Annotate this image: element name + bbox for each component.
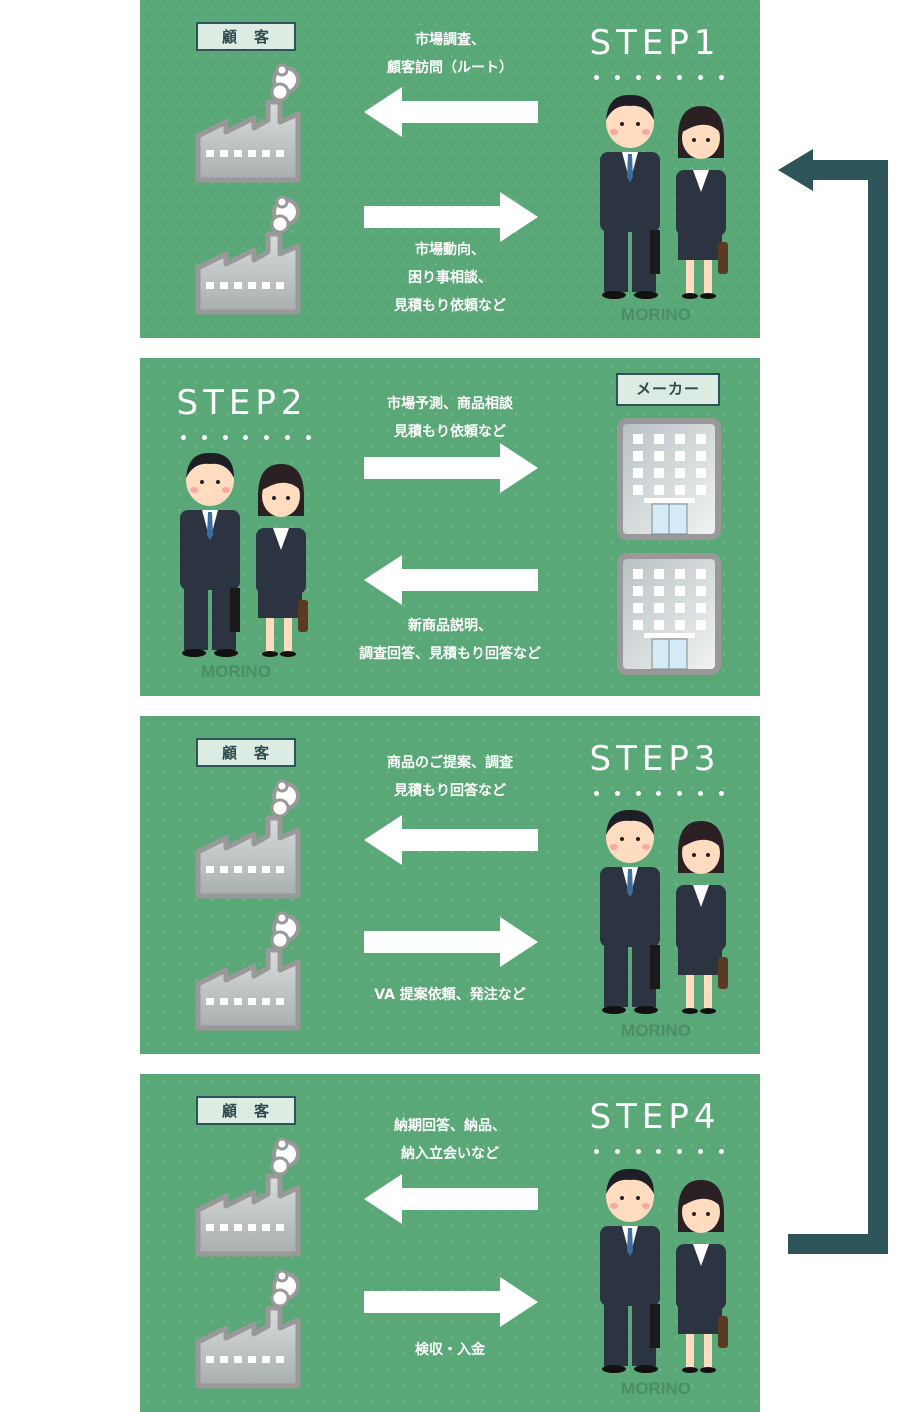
dotted-divider: [594, 791, 724, 797]
text-line: 納入立会いなど: [401, 1146, 499, 1162]
morino-watermark: MORINO: [621, 1379, 691, 1398]
text-line: 商品のご提案、調査: [387, 755, 513, 771]
morino-watermark: MORINO: [621, 305, 691, 324]
factory-icon: [194, 778, 304, 904]
building-icon: [617, 418, 721, 544]
step-title: STEP2: [176, 383, 308, 423]
business-people-icon: [590, 92, 730, 306]
text-line: 見積もり回答など: [394, 783, 506, 799]
text-line: 検収・入金: [415, 1342, 485, 1358]
step-title: STEP4: [589, 1097, 721, 1137]
arrow-left-icon: [364, 555, 538, 609]
response-text: 新商品説明、調査回答、見積もり回答など: [310, 612, 590, 668]
response-text: 検収・入金: [310, 1336, 590, 1364]
response-text: 市場動向、困り事相談、見積もり依頼など: [310, 236, 590, 320]
arrow-left-icon: [364, 1174, 538, 1228]
customer-label: 顧 客: [196, 738, 296, 767]
text-line: 市場調査、: [415, 32, 485, 48]
text-line: 納期回答、納品、: [394, 1118, 506, 1134]
business-people-icon: [170, 450, 310, 664]
arrow-left-icon: [364, 87, 538, 141]
dotted-divider: [181, 435, 311, 441]
text-line: 顧客訪問（ルート）: [387, 60, 513, 76]
morino-watermark: MORINO: [621, 1021, 691, 1040]
dotted-divider: [594, 1149, 724, 1155]
arrow-left-icon: [364, 815, 538, 869]
request-text: 市場調査、顧客訪問（ルート）: [310, 26, 590, 82]
response-text: VA 提案依頼、発注など: [310, 981, 590, 1009]
dotted-divider: [594, 75, 724, 81]
factory-icon: [194, 62, 304, 188]
arrow-right-icon: [364, 1277, 538, 1331]
arrow-right-icon: [364, 192, 538, 246]
step-panel-1: STEP1 MORINO 顧 客 市場調査、顧客訪問（ルート） 市場動向、困り事相談…: [140, 0, 760, 338]
morino-watermark: MORINO: [201, 662, 271, 681]
request-text: 納期回答、納品、納入立会いなど: [310, 1112, 590, 1168]
business-people-icon: [590, 807, 730, 1021]
text-line: 調査回答、見積もり回答など: [359, 646, 541, 662]
text-line: 市場予測、商品相談: [387, 396, 513, 412]
step-title: STEP1: [589, 23, 721, 63]
request-text: 商品のご提案、調査見積もり回答など: [310, 749, 590, 805]
text-line: 見積もり依頼など: [394, 298, 506, 314]
factory-icon: [194, 910, 304, 1036]
step-panel-3: STEP3 MORINO 顧 客 商品のご提案、調査見積もり回答など VA 提案依頼…: [140, 716, 760, 1054]
text-line: 新商品説明、: [408, 618, 492, 634]
factory-icon: [194, 1268, 304, 1394]
building-icon: [617, 553, 721, 679]
text-line: 見積もり依頼など: [394, 424, 506, 440]
step-title: STEP3: [589, 739, 721, 779]
arrow-right-icon: [364, 443, 538, 497]
text-line: VA 提案依頼、発注など: [374, 987, 526, 1003]
request-text: 市場予測、商品相談見積もり依頼など: [310, 390, 590, 446]
text-line: 市場動向、: [415, 242, 485, 258]
arrow-right-icon: [364, 917, 538, 971]
business-people-icon: [590, 1166, 730, 1380]
customer-label: 顧 客: [196, 22, 296, 51]
customer-label: 顧 客: [196, 1096, 296, 1125]
maker-label: メーカー: [616, 373, 720, 406]
text-line: 困り事相談、: [408, 270, 492, 286]
factory-icon: [194, 1136, 304, 1262]
factory-icon: [194, 194, 304, 320]
